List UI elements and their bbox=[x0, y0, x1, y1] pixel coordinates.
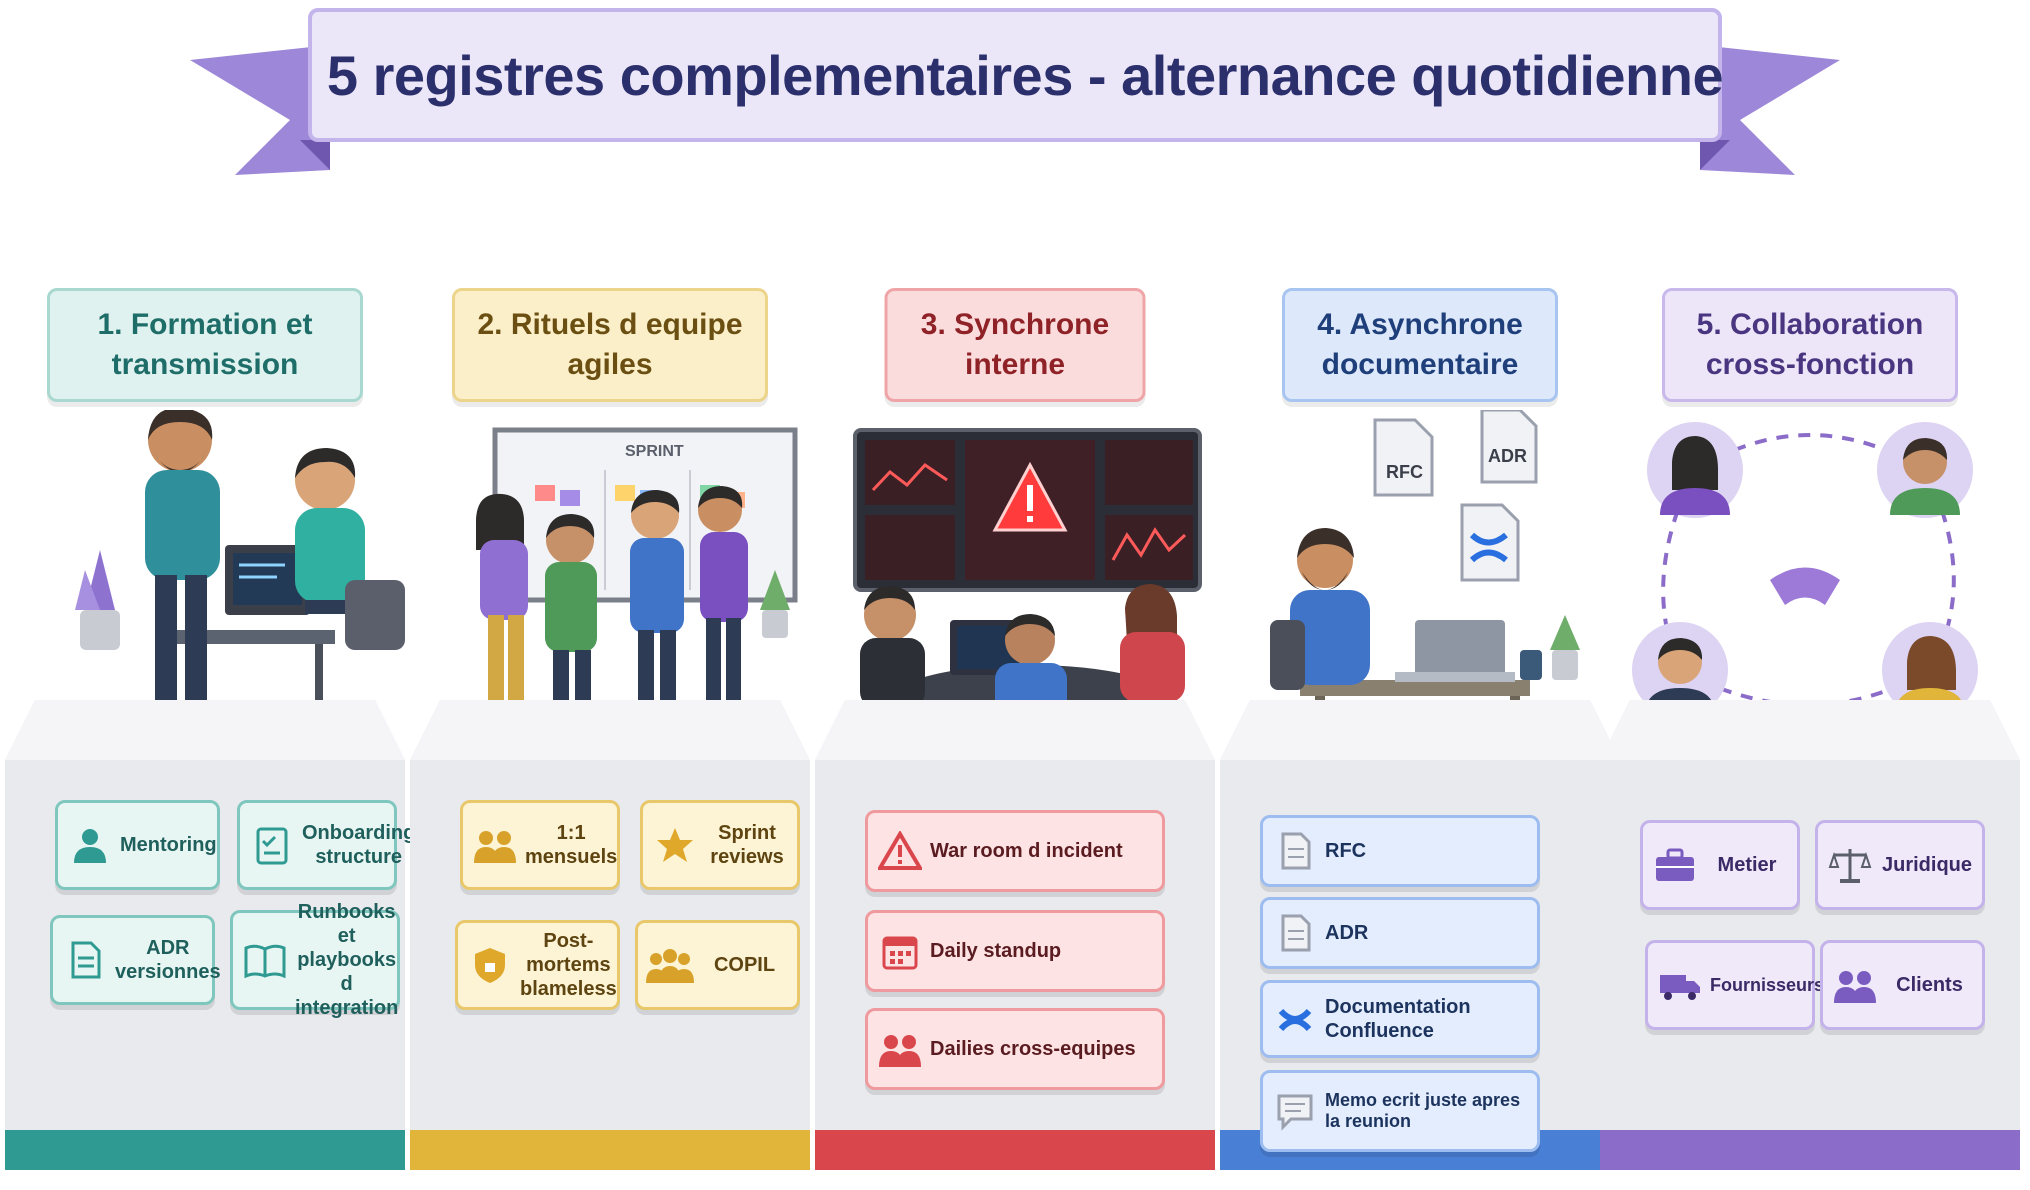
item-label: Memo ecrit juste apres la reunion bbox=[1325, 1090, 1521, 1131]
item-label: RFC bbox=[1325, 840, 1367, 862]
item-card[interactable]: ADR versionnes bbox=[50, 915, 221, 1005]
item-card[interactable]: Mentoring bbox=[55, 800, 220, 890]
item-label: Mentoring bbox=[120, 834, 217, 856]
item-card[interactable]: Post-mortems blameless bbox=[455, 920, 620, 1010]
column-title: 3. Synchrone interne bbox=[884, 288, 1146, 402]
file-icon bbox=[1271, 827, 1319, 875]
item-card[interactable]: Onboarding structure bbox=[237, 800, 415, 890]
item-label: Runbooks et playbooks d integration bbox=[295, 901, 399, 1019]
memo-icon bbox=[1271, 1087, 1319, 1135]
warning-icon bbox=[876, 827, 924, 875]
item-card[interactable]: Clients bbox=[1820, 940, 1985, 1030]
collaboration-scene-illustration bbox=[1632, 422, 1978, 718]
item-label: Post-mortems blameless bbox=[520, 930, 617, 1000]
document-icon bbox=[61, 936, 109, 984]
item-label: Juridique bbox=[1881, 854, 1972, 876]
clients-icon bbox=[1831, 961, 1879, 1009]
item-label: ADR bbox=[1325, 922, 1369, 944]
sprint-board-label: SPRINT bbox=[625, 443, 684, 460]
item-label: Metier bbox=[1717, 854, 1777, 876]
column-title: 1. Formation et transmission bbox=[47, 288, 363, 402]
calendar-icon bbox=[876, 927, 924, 975]
group-icon bbox=[646, 941, 694, 989]
item-card[interactable]: Daily standup bbox=[865, 910, 1165, 992]
item-label: Onboarding structure bbox=[302, 822, 416, 868]
item-card[interactable]: Fournisseurs bbox=[1645, 940, 1824, 1030]
item-card[interactable]: COPIL bbox=[635, 920, 800, 1010]
floating-adr-label: ADR bbox=[1488, 446, 1527, 466]
item-card[interactable]: ADR bbox=[1260, 897, 1540, 969]
pair-icon bbox=[471, 821, 519, 869]
item-card[interactable]: 1:1 mensuels bbox=[460, 800, 620, 890]
item-card[interactable]: Dailies cross-equipes bbox=[865, 1008, 1165, 1090]
column-asynchrone: 4. Asynchrone documentaire RFC ADR RFC A… bbox=[1220, 280, 1620, 1170]
item-card[interactable]: Runbooks et playbooks d integration bbox=[230, 901, 400, 1019]
column-title: 4. Asynchrone documentaire bbox=[1282, 288, 1558, 402]
item-card[interactable]: RFC bbox=[1260, 815, 1540, 887]
confluence-icon bbox=[1271, 995, 1319, 1043]
item-card[interactable]: Documentation Confluence bbox=[1260, 980, 1540, 1058]
item-card[interactable]: Sprint reviews bbox=[640, 800, 800, 890]
column-title: 5. Collaboration cross-fonction bbox=[1662, 288, 1958, 402]
column-synchrone: 3. Synchrone interne War room d incident… bbox=[815, 280, 1215, 1170]
item-label: COPIL bbox=[713, 954, 776, 976]
documentation-scene-illustration: RFC ADR bbox=[1270, 410, 1580, 746]
title-banner: 5 registres complementaires - alternance… bbox=[0, 0, 2030, 200]
item-label: Fournisseurs bbox=[1710, 975, 1825, 995]
column-formation: 1. Formation et transmission Mentoring O… bbox=[5, 280, 415, 1170]
item-card[interactable]: Juridique bbox=[1815, 820, 1985, 910]
column-cross-fonction: 5. Collaboration cross-fonction Metier J… bbox=[1600, 280, 2020, 1170]
item-label: Clients bbox=[1896, 974, 1963, 996]
war-room-scene-illustration bbox=[853, 428, 1202, 735]
star-icon bbox=[651, 821, 699, 869]
item-label: Sprint reviews bbox=[710, 822, 784, 868]
sprint-board-scene-illustration: SPRINT bbox=[476, 427, 798, 720]
item-card[interactable]: War room d incident bbox=[865, 810, 1165, 892]
column-title: 2. Rituels d equipe agiles bbox=[452, 288, 768, 402]
mentor-icon bbox=[66, 821, 114, 869]
column-rituels: 2. Rituels d equipe agiles SPRINT 1:1 me… bbox=[410, 280, 810, 1170]
scales-icon bbox=[1826, 841, 1874, 889]
item-card[interactable]: Metier bbox=[1640, 820, 1800, 910]
book-icon bbox=[241, 936, 289, 984]
people-icon bbox=[876, 1025, 924, 1073]
page-title: 5 registres complementaires - alternance… bbox=[326, 43, 1724, 107]
pedestal bbox=[1600, 700, 2020, 1170]
item-card[interactable]: Memo ecrit juste apres la reunion bbox=[1260, 1070, 1540, 1152]
floating-rfc-label: RFC bbox=[1386, 462, 1423, 482]
shield-icon bbox=[466, 941, 514, 989]
item-label: Dailies cross-equipes bbox=[930, 1038, 1136, 1060]
briefcase-icon bbox=[1651, 841, 1699, 889]
item-label: ADR versionnes bbox=[115, 937, 221, 983]
item-label: Daily standup bbox=[930, 940, 1062, 962]
file-icon bbox=[1271, 909, 1319, 957]
checklist-icon bbox=[248, 821, 296, 869]
item-label: 1:1 mensuels bbox=[525, 822, 618, 868]
ribbon-graphic bbox=[190, 8, 1840, 175]
truck-icon bbox=[1656, 961, 1704, 1009]
mentoring-scene-illustration bbox=[75, 410, 405, 734]
item-label: Documentation Confluence bbox=[1325, 996, 1471, 1042]
item-label: War room d incident bbox=[930, 840, 1123, 862]
